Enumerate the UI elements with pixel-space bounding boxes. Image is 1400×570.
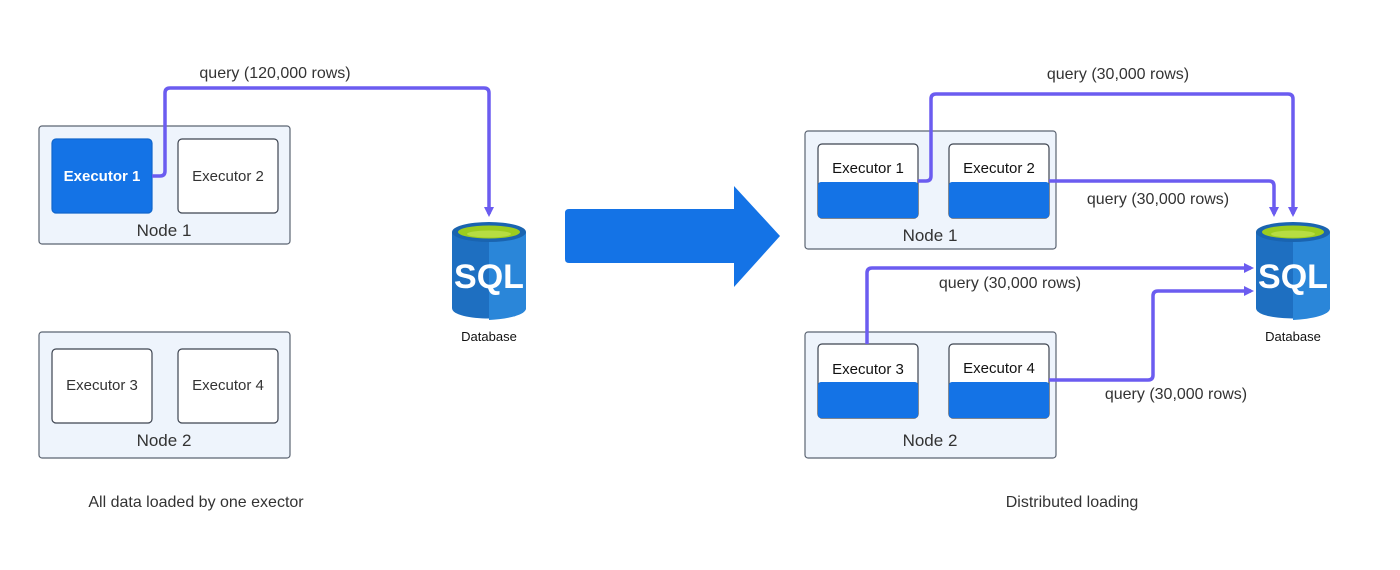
query-label-executor-1: query (30,000 rows)	[1047, 66, 1189, 83]
query-label-executor-2: query (30,000 rows)	[1087, 191, 1229, 208]
caption-right: Distributed loading	[1006, 494, 1139, 511]
database-label-right: Database	[1265, 329, 1321, 344]
executor-1-label: Executor 1	[64, 168, 141, 185]
node-2-label-right: Node 2	[903, 431, 958, 450]
query-label-executor-4: query (30,000 rows)	[1105, 386, 1247, 403]
executor-4-fill	[949, 382, 1049, 418]
executor-2-label: Executor 2	[192, 168, 264, 185]
left-node-1: Executor 1 Executor 2 Node 1	[38, 125, 291, 245]
executor-1-label-right: Executor 1	[832, 160, 904, 177]
query-arrow-executor-4	[1049, 286, 1254, 382]
database-label-left: Database	[461, 329, 517, 344]
caption-left: All data loaded by one exector	[88, 494, 304, 511]
node-2-label: Node 2	[137, 431, 192, 450]
executor-2-box	[177, 138, 279, 214]
query-label-left: query (120,000 rows)	[199, 65, 350, 82]
node-1-label-right: Node 1	[903, 226, 958, 245]
executor-3-label-right: Executor 3	[832, 361, 904, 378]
executor-3-label: Executor 3	[66, 377, 138, 394]
node-1-label: Node 1	[137, 221, 192, 240]
executor-2-fill	[949, 182, 1049, 218]
database-sql-icon: SQL	[452, 222, 526, 320]
executor-2-label-right: Executor 2	[963, 160, 1035, 177]
executor-1-fill	[818, 182, 918, 218]
executor-4-label: Executor 4	[192, 377, 264, 394]
sql-icon-text: SQL	[454, 258, 524, 296]
query-arrow-left	[152, 86, 494, 217]
query-arrow-executor-3	[865, 263, 1254, 344]
executor-4-label-right: Executor 4	[963, 360, 1035, 377]
left-node-2: Executor 3 Executor 4 Node 2	[38, 331, 291, 459]
executor-3-box	[51, 348, 153, 424]
query-arrow-executor-1	[918, 92, 1298, 217]
database-sql-icon: SQL	[1256, 222, 1330, 320]
sql-icon-text-right: SQL	[1258, 258, 1328, 296]
executor-3-fill	[818, 382, 918, 418]
transition-arrow-icon	[565, 186, 780, 287]
query-arrow-executor-2	[1049, 179, 1279, 217]
executor-4-box	[177, 348, 279, 424]
query-label-executor-3: query (30,000 rows)	[939, 275, 1081, 292]
right-node-2: Executor 3 Executor 4 Node 2	[804, 331, 1057, 459]
